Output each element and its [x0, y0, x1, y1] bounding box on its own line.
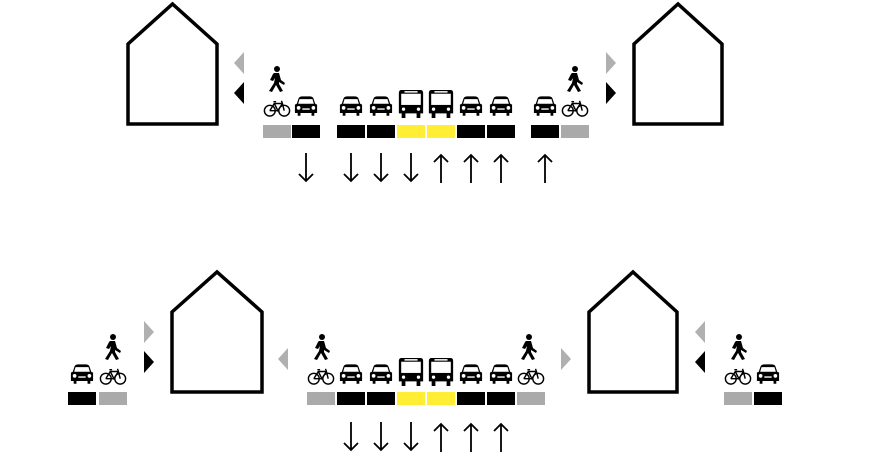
arrow-down-icon: [373, 422, 389, 451]
bus-lane-block: [397, 392, 425, 405]
bus-icon: [428, 358, 454, 386]
car-icon: [369, 364, 393, 384]
triangle-icon: [144, 321, 154, 343]
car-icon: [533, 96, 557, 116]
bike-lane-block: [517, 392, 545, 405]
car-icon: [70, 364, 94, 384]
bicycle-icon: [561, 100, 589, 117]
car-icon: [369, 96, 393, 116]
arrow-up-icon: [433, 154, 449, 183]
car-lane-block: [754, 392, 782, 405]
arrow-up-icon: [433, 423, 449, 452]
bicycle-icon: [517, 368, 545, 385]
arrow-up-icon: [493, 423, 509, 452]
car-lane-block: [337, 125, 365, 138]
triangle-icon: [695, 351, 705, 373]
car-lane-block: [292, 125, 320, 138]
arrow-up-icon: [463, 154, 479, 183]
arrow-up-icon: [493, 154, 509, 183]
bicycle-icon: [724, 368, 752, 385]
bicycle-icon: [263, 100, 291, 117]
arrow-down-icon: [343, 422, 359, 451]
car-lane-block: [367, 392, 395, 405]
car-icon: [294, 96, 318, 116]
arrow-down-icon: [403, 153, 419, 182]
triangle-icon: [606, 52, 616, 74]
car-icon: [489, 364, 513, 384]
car-lane-block: [367, 125, 395, 138]
car-lane-block: [68, 392, 96, 405]
pedestrian-icon: [567, 66, 583, 92]
pedestrian-icon: [731, 334, 747, 360]
car-lane-block: [457, 125, 485, 138]
bus-icon: [428, 90, 454, 118]
triangle-icon: [606, 82, 616, 104]
bike-lane-block: [724, 392, 752, 405]
arrow-up-icon: [463, 423, 479, 452]
bus-lane-block: [427, 125, 455, 138]
bus-icon: [398, 358, 424, 386]
bike-lane-block: [99, 392, 127, 405]
house-outline-icon: [587, 269, 679, 394]
pedestrian-icon: [521, 334, 537, 360]
car-icon: [489, 96, 513, 116]
car-icon: [339, 96, 363, 116]
house-outline-icon: [126, 1, 219, 126]
bus-lane-block: [427, 392, 455, 405]
triangle-icon: [278, 348, 288, 370]
triangle-icon: [234, 82, 244, 104]
arrow-down-icon: [343, 153, 359, 182]
bicycle-icon: [307, 368, 335, 385]
pedestrian-icon: [105, 334, 121, 360]
bike-lane-block: [263, 125, 291, 138]
bicycle-icon: [99, 368, 127, 385]
arrow-down-icon: [298, 153, 314, 182]
car-icon: [339, 364, 363, 384]
car-icon: [756, 364, 780, 384]
house-outline-icon: [170, 269, 264, 394]
bus-icon: [398, 90, 424, 118]
car-icon: [459, 96, 483, 116]
pedestrian-icon: [314, 334, 330, 360]
car-lane-block: [457, 392, 485, 405]
car-icon: [459, 364, 483, 384]
bike-lane-block: [561, 125, 589, 138]
pedestrian-icon: [269, 66, 285, 92]
car-lane-block: [531, 125, 559, 138]
house-outline-icon: [632, 1, 724, 126]
car-lane-block: [487, 125, 515, 138]
arrow-up-icon: [537, 154, 553, 183]
car-lane-block: [337, 392, 365, 405]
bus-lane-block: [397, 125, 425, 138]
bike-lane-block: [307, 392, 335, 405]
triangle-icon: [234, 52, 244, 74]
arrow-down-icon: [403, 422, 419, 451]
car-lane-block: [487, 392, 515, 405]
arrow-down-icon: [373, 153, 389, 182]
triangle-icon: [144, 351, 154, 373]
triangle-icon: [695, 321, 705, 343]
triangle-icon: [561, 348, 571, 370]
